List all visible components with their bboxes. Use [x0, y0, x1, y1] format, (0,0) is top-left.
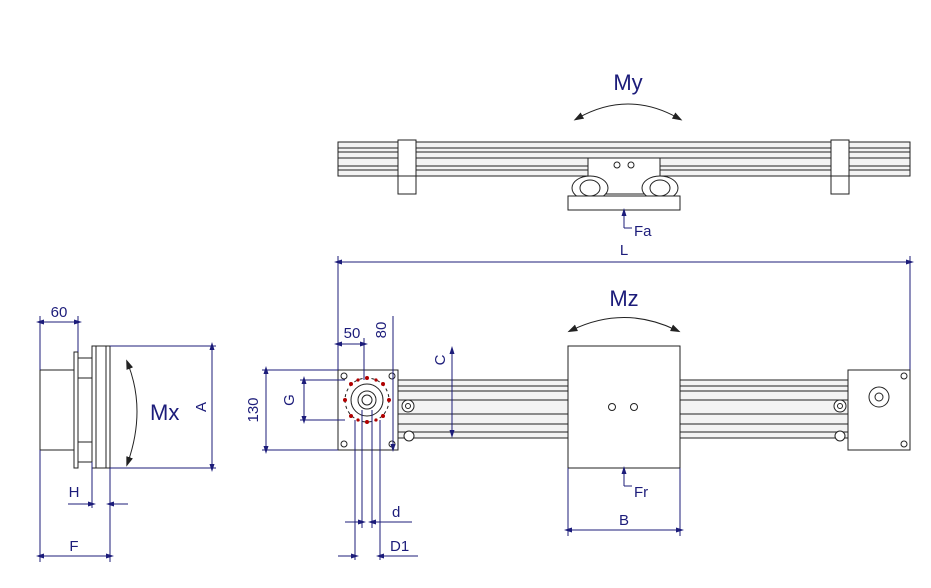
side-view: Mx A 60 H F: [36, 304, 216, 562]
dim-80-label: 80: [373, 322, 390, 339]
screw-icon: [613, 161, 621, 169]
screw-icon: [630, 403, 638, 411]
dim-130-label: 130: [245, 397, 262, 422]
carriage-plate-top: [567, 195, 681, 211]
side-rail-profile: [39, 369, 79, 451]
hole-pattern: [343, 376, 391, 424]
drive-head: [337, 369, 399, 451]
a-label: A: [193, 402, 210, 412]
fr-label: Fr: [634, 484, 648, 501]
screw-icon: [900, 440, 908, 448]
carriage-front: [567, 345, 681, 469]
screw-icon: [388, 372, 396, 380]
mx-moment-arrow: [126, 359, 138, 467]
d1-label: D1: [390, 538, 409, 555]
d-label: d: [392, 504, 400, 521]
screw-icon: [608, 403, 616, 411]
dim-50-label: 50: [344, 325, 361, 342]
top-view: My Fa: [337, 70, 911, 240]
l-label: L: [620, 242, 628, 259]
side-carriage: [91, 345, 111, 469]
right-end-plate: [847, 369, 911, 451]
right-end-cap: [830, 139, 850, 195]
fa-label: Fa: [634, 223, 652, 240]
pulley-icon: [401, 399, 415, 413]
my-moment-arrow: [573, 103, 683, 121]
g-label: G: [281, 394, 298, 406]
c-label: C: [432, 354, 449, 365]
screw-icon: [900, 372, 908, 380]
front-view: Mz Fr B C 50 80 130 G d: [245, 286, 911, 560]
dim-60-label: 60: [51, 304, 68, 321]
b-label: B: [619, 512, 629, 529]
pulley-icon: [833, 399, 847, 413]
my-label: My: [613, 70, 642, 95]
h-label: H: [69, 484, 80, 501]
mx-label: Mx: [150, 400, 179, 425]
screw-icon: [340, 440, 348, 448]
mz-moment-arrow: [567, 317, 681, 333]
left-end-cap: [397, 139, 417, 195]
screw-icon: [340, 372, 348, 380]
screw-icon: [627, 161, 635, 169]
mz-label: Mz: [609, 286, 638, 311]
f-label: F: [69, 538, 78, 555]
